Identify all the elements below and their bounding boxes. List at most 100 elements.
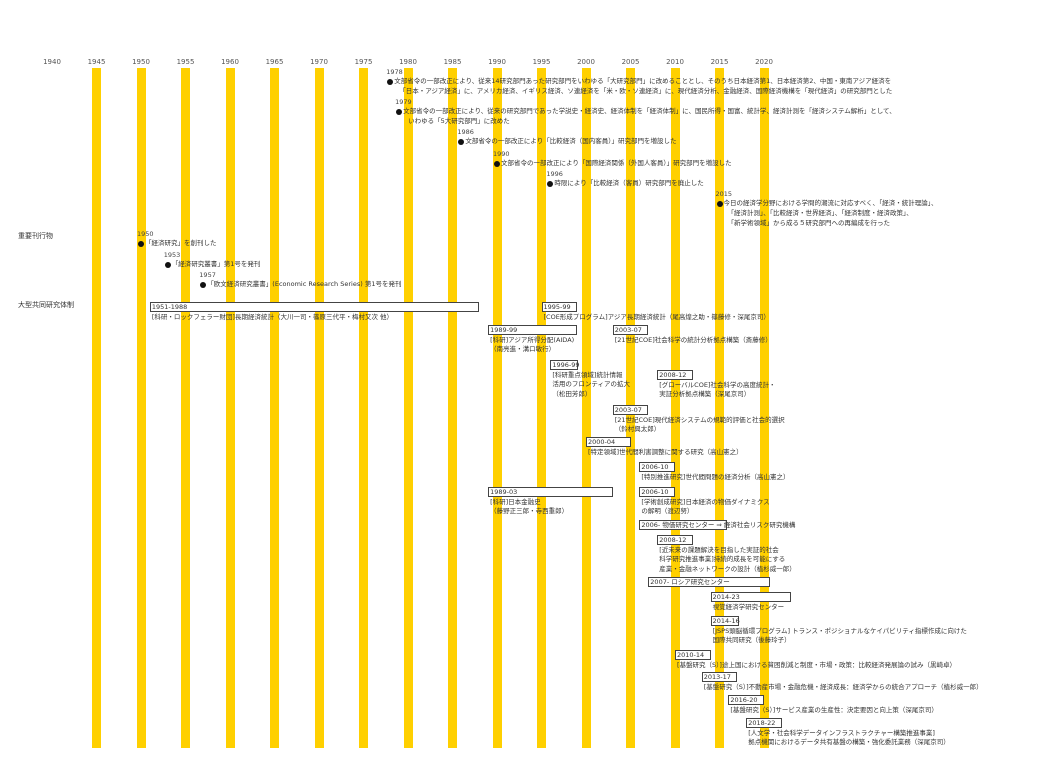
project-period-label: 2006-10 [641, 487, 669, 496]
timeline-bar-1990 [492, 68, 502, 748]
year-label-2000: 2000 [577, 58, 595, 66]
project-period-label: 2008-12 [659, 370, 687, 379]
project-period-label: 2003-07 [614, 405, 642, 414]
project-description-line: [科研]日本金融史 [490, 497, 541, 506]
project-description-line: [基盤研究（S）]途上国における貧困削減と制度・市場・政策：比較経済発展論の試み… [677, 660, 956, 669]
project-description-line: [特別推進研究]世代間問題の経済分析（高山憲之） [641, 472, 790, 481]
event-year-1978: 1978 [386, 68, 403, 76]
project-description-line: [科研・ロックフェラー財団]長期経済統計（大川一司・篠原三代平・梅村又次 他） [151, 312, 394, 321]
project-description-line: [COE形成プログラム]アジア長期経済統計（尾高煌之助・篠藤修・深尾京司） [543, 312, 770, 321]
year-label-2015: 2015 [710, 58, 729, 66]
project-period-label: 2013-17 [703, 672, 731, 681]
timeline-bar-1945 [92, 68, 101, 748]
year-label-1985: 1985 [443, 58, 462, 66]
project-period-label: 2016-20 [730, 695, 758, 704]
project-period-label: 1995-99 [543, 302, 571, 311]
timeline-bar-1970 [314, 68, 324, 748]
project-period-box [488, 325, 578, 335]
project-period-box [488, 487, 613, 497]
project-description-line: [21世紀COE]現代経済システムの規範的評価と社会的選択 [614, 415, 785, 424]
timeline-bar-1995 [537, 68, 546, 748]
project-description-line: [JSPS頭脳循環プログラム] トランス・ポジショナルなケイパビリティ指標作成に… [712, 626, 967, 635]
year-label-1980: 1980 [399, 58, 417, 66]
publication-year-1953: 1953 [163, 251, 181, 259]
project-description-line: [基盤研究（S）]サービス産業の生産性：決定要因と向上策（深尾京司） [730, 705, 938, 714]
year-label-1955: 1955 [176, 58, 195, 66]
timeline-bar-2020 [759, 68, 769, 748]
project-period-label: 1989-03 [490, 487, 518, 496]
event-text-line: 文部省令の一部改正により、従来14研究部門あった研究部門をいわゆる「大研究部門」… [394, 77, 892, 85]
project-description-line: [科研]アジア所得分配(AIDA) [490, 335, 575, 344]
timeline-bar-1960 [225, 68, 235, 748]
event-text-line: いわゆる「5大研究部門」に改めた [408, 117, 510, 125]
timeline-bar-2010 [670, 68, 680, 748]
event-year-1986: 1986 [457, 128, 474, 136]
year-label-1950: 1950 [132, 58, 150, 66]
project-period-box [701, 672, 738, 682]
project-description-line: [科研重点領域]統計情報 [552, 370, 623, 379]
project-period-box [675, 650, 711, 660]
project-description-line: 実証分析拠点構築（深尾京司） [659, 390, 751, 398]
project-period-label: 2000-04 [588, 437, 616, 446]
event-year-1979: 1979 [395, 98, 412, 106]
event-text-line: 時限により「比較経済（客員）研究部門を廃止した [554, 179, 704, 187]
project-period-box [550, 360, 579, 370]
project-description-line: （藤野正三郎・寺西重郎） [490, 507, 569, 515]
event-bullet [387, 79, 394, 85]
project-period-box [639, 520, 728, 530]
timeline-bar-1950 [136, 68, 146, 748]
event-text-line: 文部省令の一部改正により「国際経済関係（外国人客員）」研究部門を増設した [501, 159, 732, 167]
event-bullet [716, 201, 723, 207]
project-period-box [639, 487, 675, 497]
timeline-bar-1980 [403, 68, 413, 748]
event-text-line: 「日本・アジア経済」に、アメリカ経済、イギリス経済、ソ連経済を「米・欧・ソ連経済… [399, 87, 893, 95]
project-description-line: [グローバルCOE]社会科学の高度統計・ [659, 380, 776, 389]
project-description-line: 科学研究推進事業]持続的成長を可能にする [659, 555, 786, 563]
project-period-label: 2014-23 [712, 592, 740, 601]
event-bullet [396, 109, 403, 115]
project-period-box [586, 437, 631, 447]
timeline-bar-1985 [448, 68, 457, 748]
project-description-line: 拠点機関におけるデータ共有基盤の構築・強化委託業務（深尾京司） [748, 738, 950, 746]
timeline-bar-1975 [359, 68, 368, 748]
event-bullet [547, 181, 554, 187]
event-year-1990: 1990 [493, 150, 510, 158]
project-period-box [149, 302, 480, 312]
project-period-box [746, 718, 782, 728]
publication-bullet [138, 241, 144, 247]
project-period-label: 1996-99 [552, 360, 580, 369]
publication-text: 「欧文経済研究叢書」(Economic Research Series) 第1号… [207, 280, 402, 288]
timeline-bar-2000 [581, 68, 591, 748]
event-text-line: 文部省令の一部改正により、従来の研究部門であった学説史・経済史、経済体制を「経済… [403, 107, 896, 115]
project-period-box [657, 535, 693, 545]
project-period-box [639, 462, 675, 472]
project-description-line: の解明（渡辺努） [641, 507, 694, 515]
year-label-1960: 1960 [221, 58, 239, 66]
project-description-line: [基盤研究（S）]不動産市場・金融危機・経済成長：経済学からの統合アプローチ（植… [703, 682, 983, 691]
year-label-2020: 2020 [755, 58, 773, 66]
event-text-line: 文部省令の一部改正により「比較経済（国内客員）」研究部門を増設した [465, 137, 677, 145]
timeline-bar-2015 [715, 68, 724, 748]
project-description-line: 国際共同研究（後藤玲子） [712, 636, 791, 644]
project-period-label: 2010-14 [677, 650, 705, 659]
event-text-line: 「経済計測」、「比較経済・世界経済」、「経済制度・経済政策」、 [727, 209, 913, 217]
year-label-1940: 1940 [43, 58, 61, 66]
project-period-label: 2006- 物価研究センター ⇒ 経済社会リスク研究機構 [641, 520, 796, 529]
project-description-line: [21世紀COE]社会科学の統計分析拠点構築（斎藤修） [614, 335, 772, 344]
timeline-bar-1955 [181, 68, 190, 748]
project-period-box [710, 616, 739, 626]
publication-text: 「経済研究」を創刊した [145, 239, 217, 247]
year-label-1995: 1995 [532, 58, 551, 66]
project-period-label: 2018-22 [748, 718, 776, 727]
project-period-box [612, 405, 649, 415]
project-period-box [728, 695, 764, 705]
project-period-box [541, 302, 578, 312]
project-description-line: （松田芳郎） [552, 389, 592, 398]
project-description-line: [近未来の課題解決を目指した実証的社会 [659, 545, 779, 554]
year-label-1970: 1970 [310, 58, 328, 66]
project-period-box [612, 325, 649, 335]
project-description-line: （南亮進・溝口敏行） [490, 345, 556, 353]
project-period-label: 1951-1988 [151, 302, 188, 311]
project-description-line: [学術創成研究]日本経済の物価ダイナミクス [641, 497, 770, 506]
